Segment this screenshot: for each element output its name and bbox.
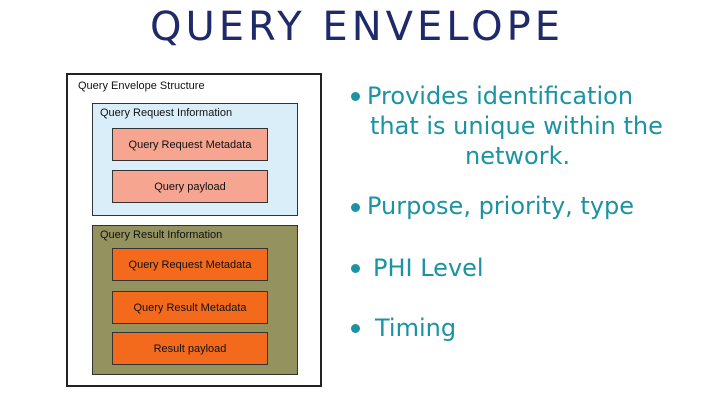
result-payload-box: Result payload <box>112 332 268 365</box>
query-request-information-group: Query Request Information Query Request … <box>92 103 298 216</box>
page-title: QUERY ENVELOPE <box>150 4 564 50</box>
bullet-dot-icon <box>351 203 360 212</box>
bullet-line: Purpose, priority, type <box>367 192 635 220</box>
result-group-label: Query Result Information <box>100 229 223 241</box>
query-envelope-structure: Query Envelope Structure Query Request I… <box>66 73 322 387</box>
structure-label: Query Envelope Structure <box>78 80 205 92</box>
query-result-metadata-box: Query Result Metadata <box>112 291 268 324</box>
bullet-line: network. <box>465 142 571 170</box>
bullet-line: Provides identification <box>367 82 634 110</box>
request-group-label: Query Request Information <box>100 107 233 119</box>
bullet-line: Timing <box>375 314 457 342</box>
result-request-metadata-box: Query Request Metadata <box>112 248 268 281</box>
bullet-dot-icon <box>351 92 360 101</box>
query-result-information-group: Query Result Information Query Request M… <box>92 225 298 375</box>
query-payload-box: Query payload <box>112 170 268 203</box>
bullet-dot-icon <box>351 324 360 333</box>
request-metadata-box: Query Request Metadata <box>112 128 268 161</box>
bullet-line: PHI Level <box>373 254 484 282</box>
bullet-dot-icon <box>351 264 360 273</box>
bullet-line: that is unique within the <box>370 112 663 140</box>
